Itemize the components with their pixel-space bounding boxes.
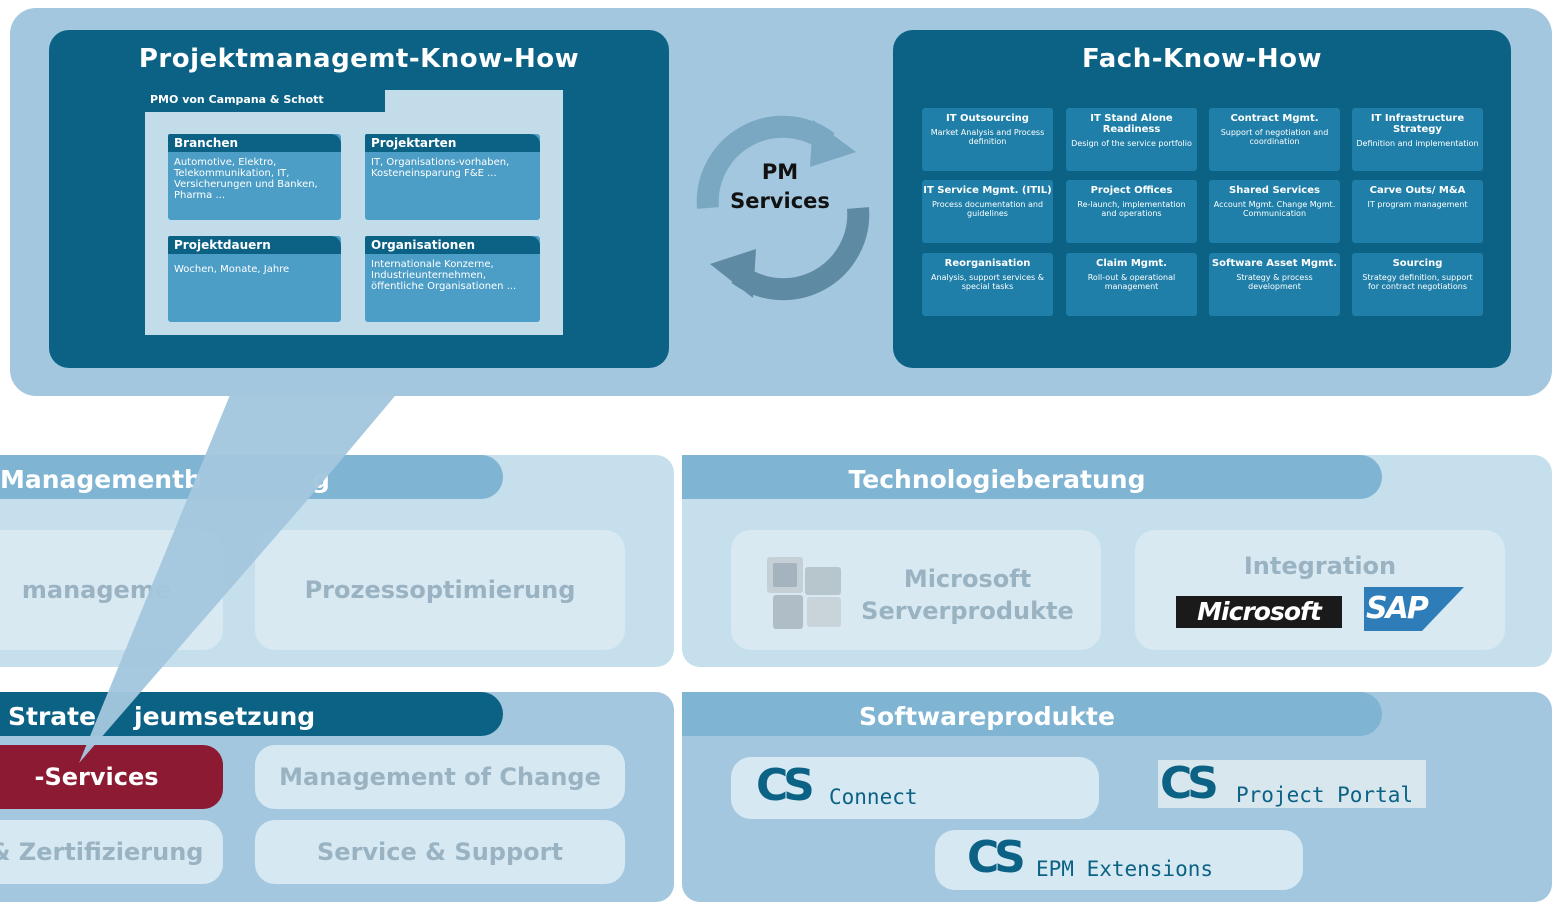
fach-cell-title: Carve Outs/ M&A xyxy=(1369,185,1466,196)
fach-cell-desc: Re-launch, implementation and operations xyxy=(1077,200,1186,218)
technologieberatung-tab xyxy=(682,455,1382,499)
pm-card-body: Automotive, Elektro, Telekommunikation, … xyxy=(174,157,318,201)
prozessoptimierung-pill[interactable]: Prozessoptimierung xyxy=(255,530,625,650)
fach-cell: IT Service Mgmt. (ITIL) Process documenta… xyxy=(922,180,1053,243)
service-support-pill[interactable]: Service & Support xyxy=(255,820,625,884)
softwareprodukte-tab xyxy=(682,692,1382,736)
integration-label: Integration xyxy=(1243,552,1397,580)
fach-cell-title: Sourcing xyxy=(1392,258,1443,269)
management-of-change-pill[interactable]: Management of Change xyxy=(255,745,625,809)
fach-cell: Claim Mgmt. Roll-out & operational manage… xyxy=(1066,253,1197,316)
fach-cell-title: IT Outsourcing xyxy=(946,113,1029,124)
ms-serverprodukte-label: Microsoft Serverprodukte xyxy=(860,563,1075,627)
pill-label: Service & Support xyxy=(317,838,563,866)
sap-logo-text: SAP xyxy=(1366,591,1429,626)
fach-cell-desc: Account Mgmt. Change Mgmt. Communication xyxy=(1213,200,1336,218)
pm-services-label: PM Services xyxy=(722,158,838,216)
fach-cell-title: Claim Mgmt. xyxy=(1096,258,1167,269)
managementberatung-tab-tail: g xyxy=(312,465,330,494)
pill-label: manageme xyxy=(21,576,172,604)
technologieberatung-tab-label: Technologieberatung xyxy=(848,465,1146,494)
pm-card-branchen: Branchen Automotive, Elektro, Telekommun… xyxy=(168,134,341,220)
pill-label: Management of Change xyxy=(279,763,601,791)
pmo-label: PMO von Campana & Schott xyxy=(150,93,324,106)
sap-logo: SAP xyxy=(1364,587,1464,631)
pm-card-projektdauern: Projektdauern Wochen, Monate, Jahre xyxy=(168,236,341,322)
ms-line1: Microsoft xyxy=(903,565,1032,593)
cs-epm-extensions-label: EPM Extensions xyxy=(1036,857,1214,881)
fach-cell-desc: Support of negotiation and coordination xyxy=(1220,128,1329,146)
pm-card-organisationen: Organisationen Internationale Konzerne, … xyxy=(365,236,540,322)
pill-label: Prozessoptimierung xyxy=(304,576,576,604)
ms-line2: Serverprodukte xyxy=(861,597,1074,625)
managementberatung-pill[interactable]: manageme xyxy=(0,530,223,650)
pm-card-projektarten: Projektarten IT, Organisations-vorhaben,… xyxy=(365,134,540,220)
cs-logo-icon: CS xyxy=(756,760,815,811)
pmo-tab xyxy=(145,90,385,112)
fach-cell-desc: Definition and implementation xyxy=(1356,139,1479,148)
pill-label: & Zertifizierung xyxy=(0,838,204,866)
strategieumsetzung-tab-label-b: jeumsetzung xyxy=(134,702,316,731)
pm-card-title: Organisationen xyxy=(365,236,540,254)
fach-cell: Carve Outs/ M&A IT program management xyxy=(1352,180,1483,243)
fach-knowhow-title: Fach-Know-How xyxy=(1082,44,1322,74)
zertifizierung-pill[interactable]: & Zertifizierung xyxy=(0,820,223,884)
pm-services-pill[interactable]: -Services xyxy=(0,745,223,809)
fach-cell-desc: Roll-out & operational management xyxy=(1087,273,1176,291)
cs-epm-extensions-pill[interactable] xyxy=(935,830,1303,890)
fach-cell: Software Asset Mgmt. Strategy & process d… xyxy=(1209,253,1340,316)
fach-cell: Contract Mgmt. Support of negotiation and… xyxy=(1209,108,1340,171)
cs-connect-label: Connect xyxy=(829,785,918,809)
cs-project-portal-label: Project Portal xyxy=(1236,783,1414,807)
pm-services-line1: PM xyxy=(761,160,799,184)
fach-cell-title: IT Service Mgmt. (ITIL) xyxy=(923,185,1052,196)
fach-cell-title: Project Offices xyxy=(1090,185,1173,196)
cs-project-portal[interactable] xyxy=(1158,760,1426,808)
fach-cell-desc: IT program management xyxy=(1367,200,1468,209)
pm-card-title: Projektdauern xyxy=(168,236,341,254)
pill-label: -Services xyxy=(34,763,159,791)
cs-logo-icon: CS xyxy=(1160,758,1219,809)
softwareprodukte-tab-label: Softwareprodukte xyxy=(859,702,1115,731)
fach-cell-desc: Strategy definition, support for contrac… xyxy=(1362,273,1473,291)
fach-cell-title: Contract Mgmt. xyxy=(1230,113,1319,124)
pm-card-title: Projektarten xyxy=(365,134,540,152)
fach-cell-title: Software Asset Mgmt. xyxy=(1211,258,1338,269)
managementberatung-tab-label: Managementb xyxy=(0,465,202,494)
fach-cell-title: Reorganisation xyxy=(944,258,1031,269)
pm-services-line2: Services xyxy=(730,189,830,213)
fach-cell-desc: Market Analysis and Process definition xyxy=(930,128,1045,146)
pm-card-title: Branchen xyxy=(168,134,341,152)
cs-logo-icon: CS xyxy=(967,832,1026,883)
cs-connect-pill[interactable] xyxy=(731,757,1099,819)
strategieumsetzung-tab-label-a: Strate xyxy=(8,702,97,731)
microsoft-logo: Microsoft xyxy=(1176,596,1342,628)
cycle-arrows-icon xyxy=(696,115,870,301)
fach-cell-desc: Design of the service portfolio xyxy=(1071,139,1192,148)
fach-cell-title: IT Infrastructure Strategy xyxy=(1370,113,1465,135)
pm-card-body: Internationale Konzerne, Industrieuntern… xyxy=(371,259,517,292)
fach-cell-desc: Analysis, support services & special tas… xyxy=(931,273,1044,291)
fach-cell-desc: Strategy & process development xyxy=(1236,273,1313,291)
sap-logo-shape-icon xyxy=(1364,587,1464,631)
fach-cell-title: Shared Services xyxy=(1229,185,1320,196)
pm-knowhow-title: Projektmanagemt-Know-How xyxy=(138,44,580,74)
pm-card-body: IT, Organisations-vorhaben, Kosteneinspa… xyxy=(371,157,510,179)
microsoft-server-icon xyxy=(767,557,841,629)
pm-card-body: Wochen, Monate, Jahre xyxy=(174,264,290,275)
fach-cell-title: IT Stand Alone Readiness xyxy=(1090,113,1173,135)
fach-cell-desc: Process documentation and guidelines xyxy=(931,200,1044,218)
